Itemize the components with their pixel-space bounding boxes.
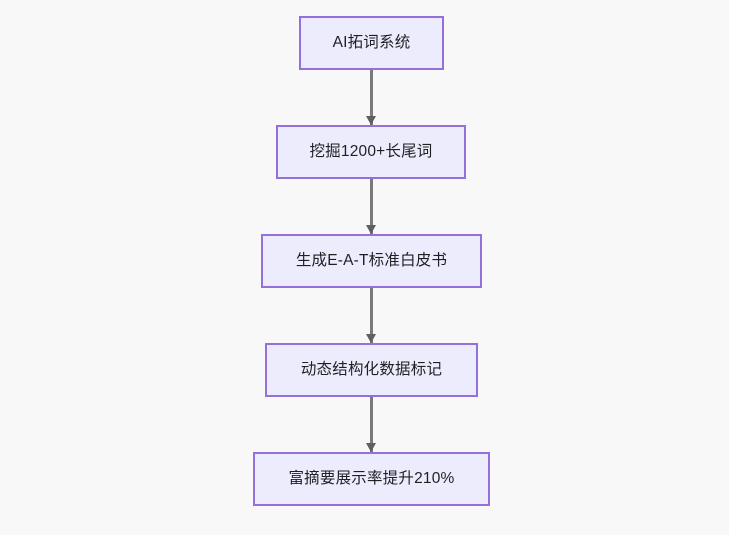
arrowhead-icon — [366, 116, 376, 125]
edge-line — [369, 179, 373, 234]
arrowhead-icon — [366, 334, 376, 343]
flow-node-label: 生成E-A-T标准白皮书 — [295, 252, 448, 270]
edge-line — [369, 397, 373, 452]
flow-node[interactable]: AI拓词系统 — [299, 16, 444, 70]
flow-node[interactable]: 挖掘1200+长尾词 — [276, 125, 466, 179]
flow-node-label: 动态结构化数据标记 — [300, 361, 443, 379]
arrowhead-icon — [366, 225, 376, 234]
flow-node[interactable]: 富摘要展示率提升210% — [253, 452, 490, 506]
flow-node[interactable]: 动态结构化数据标记 — [265, 343, 478, 397]
edge-line — [369, 70, 373, 125]
flow-node[interactable]: 生成E-A-T标准白皮书 — [261, 234, 482, 288]
flow-node-label: AI拓词系统 — [332, 34, 411, 52]
edge-line — [369, 288, 373, 343]
flow-node-label: 富摘要展示率提升210% — [288, 470, 455, 488]
arrowhead-icon — [366, 443, 376, 452]
flow-node-label: 挖掘1200+长尾词 — [309, 143, 433, 161]
